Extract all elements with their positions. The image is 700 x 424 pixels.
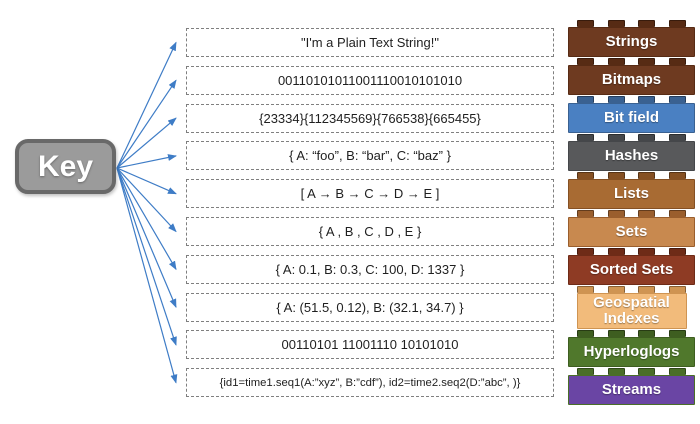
- brick-bitmaps: Bitmaps: [568, 58, 695, 95]
- value-box-geospatial: { A: (51.5, 0.12), B: (32.1, 34.7) }: [186, 292, 554, 322]
- stud-icon: [638, 210, 656, 217]
- value-box-streams: {id1=time1.seq1(A:”xyz”, B:”cdf”), id2=t…: [186, 368, 554, 398]
- value-box-sets: { A , B , C , D , E }: [186, 216, 554, 246]
- stud-icon: [577, 58, 594, 65]
- stud-icon: [668, 96, 686, 103]
- stud-icon: [607, 368, 625, 375]
- stud-icon: [638, 248, 656, 255]
- arrow-bitfield: [116, 117, 177, 169]
- arrow-group: [116, 41, 178, 384]
- stud-icon: [638, 172, 656, 179]
- stud-icon: [577, 172, 594, 179]
- stud-icon: [577, 330, 594, 337]
- stud-icon: [607, 58, 625, 65]
- brick-studs: [568, 20, 695, 27]
- brick-studs: [568, 286, 695, 293]
- brick-label: Sets: [568, 217, 695, 247]
- brick-studs: [568, 330, 695, 337]
- brick-studs: [568, 172, 695, 179]
- stud-icon: [668, 172, 686, 179]
- arrow-streams: [116, 167, 178, 384]
- stud-icon: [607, 172, 625, 179]
- brick-sets: Sets: [568, 210, 695, 247]
- brick-studs: [568, 58, 695, 65]
- stud-icon: [668, 248, 686, 255]
- arrow-lists: [116, 167, 177, 195]
- brick-label: Bitmaps: [568, 65, 695, 95]
- stud-icon: [668, 210, 686, 217]
- stud-icon: [638, 20, 656, 27]
- stud-icon: [607, 248, 625, 255]
- stud-icon: [638, 368, 656, 375]
- value-box-hashes: { A: “foo”, B: “bar”, C: “baz” }: [186, 141, 554, 171]
- brick-studs: [568, 368, 695, 375]
- stud-icon: [607, 330, 625, 337]
- stud-icon: [668, 134, 686, 141]
- brick-label: Lists: [568, 179, 695, 209]
- arrow-bitmaps: [116, 79, 177, 169]
- brick-geospatial: Geospatial Indexes: [568, 286, 695, 329]
- brick-hyperloglogs: Hyperloglogs: [568, 330, 695, 367]
- value-box-bitmaps: 00110101011001110010101010: [186, 65, 554, 95]
- stud-icon: [577, 134, 594, 141]
- arrow-hashes: [116, 154, 177, 169]
- stud-icon: [577, 96, 594, 103]
- stud-icon: [668, 58, 686, 65]
- brick-label: Hashes: [568, 141, 695, 171]
- brick-column: Strings Bitmaps Bit field Hashes Lists S…: [568, 20, 695, 405]
- stud-icon: [638, 96, 656, 103]
- stud-icon: [607, 96, 625, 103]
- stud-icon: [668, 286, 686, 293]
- key-label: Key: [37, 149, 94, 183]
- brick-label: Hyperloglogs: [568, 337, 695, 367]
- stud-icon: [668, 330, 686, 337]
- stud-icon: [607, 20, 625, 27]
- arrow-hyperloglogs: [116, 167, 177, 346]
- stud-icon: [607, 210, 625, 217]
- stud-icon: [607, 286, 625, 293]
- stud-icon: [577, 248, 594, 255]
- stud-icon: [577, 20, 594, 27]
- brick-label: Bit field: [568, 103, 695, 133]
- stud-icon: [638, 134, 656, 141]
- brick-streams: Streams: [568, 368, 695, 405]
- brick-strings: Strings: [568, 20, 695, 57]
- value-box-hyperloglogs: 00110101 11001110 10101010: [186, 330, 554, 360]
- value-box-strings: "I'm a Plain Text String!": [186, 28, 554, 57]
- arrow-sets: [116, 167, 177, 233]
- stud-icon: [668, 20, 686, 27]
- brick-studs: [568, 134, 695, 141]
- brick-label: Strings: [568, 27, 695, 57]
- stud-icon: [607, 134, 625, 141]
- value-box-column: "I'm a Plain Text String!" 0011010101100…: [186, 28, 554, 398]
- stud-icon: [577, 286, 594, 293]
- brick-label: Geospatial Indexes: [576, 293, 687, 329]
- brick-studs: [568, 210, 695, 217]
- arrow-strings: [116, 41, 177, 169]
- brick-label: Streams: [568, 375, 695, 405]
- brick-lists: Lists: [568, 172, 695, 209]
- arrow-geospatial: [116, 167, 177, 309]
- value-box-bitfield: {23334}{112345569}{766538}{665455}: [186, 103, 554, 133]
- brick-bitfield: Bit field: [568, 96, 695, 133]
- brick-studs: [568, 248, 695, 255]
- stud-icon: [577, 210, 594, 217]
- stud-icon: [638, 286, 656, 293]
- value-box-lists: [ A → B → C → D → E ]: [186, 179, 554, 209]
- value-box-sorted-sets: { A: 0.1, B: 0.3, C: 100, D: 1337 }: [186, 254, 554, 284]
- brick-hashes: Hashes: [568, 134, 695, 171]
- key-node: Key: [15, 139, 116, 194]
- brick-label: Sorted Sets: [568, 255, 695, 285]
- stud-icon: [577, 368, 594, 375]
- brick-sorted-sets: Sorted Sets: [568, 248, 695, 285]
- brick-studs: [568, 96, 695, 103]
- stud-icon: [638, 330, 656, 337]
- stud-icon: [668, 368, 686, 375]
- stud-icon: [638, 58, 656, 65]
- arrow-sorted-sets: [116, 167, 177, 271]
